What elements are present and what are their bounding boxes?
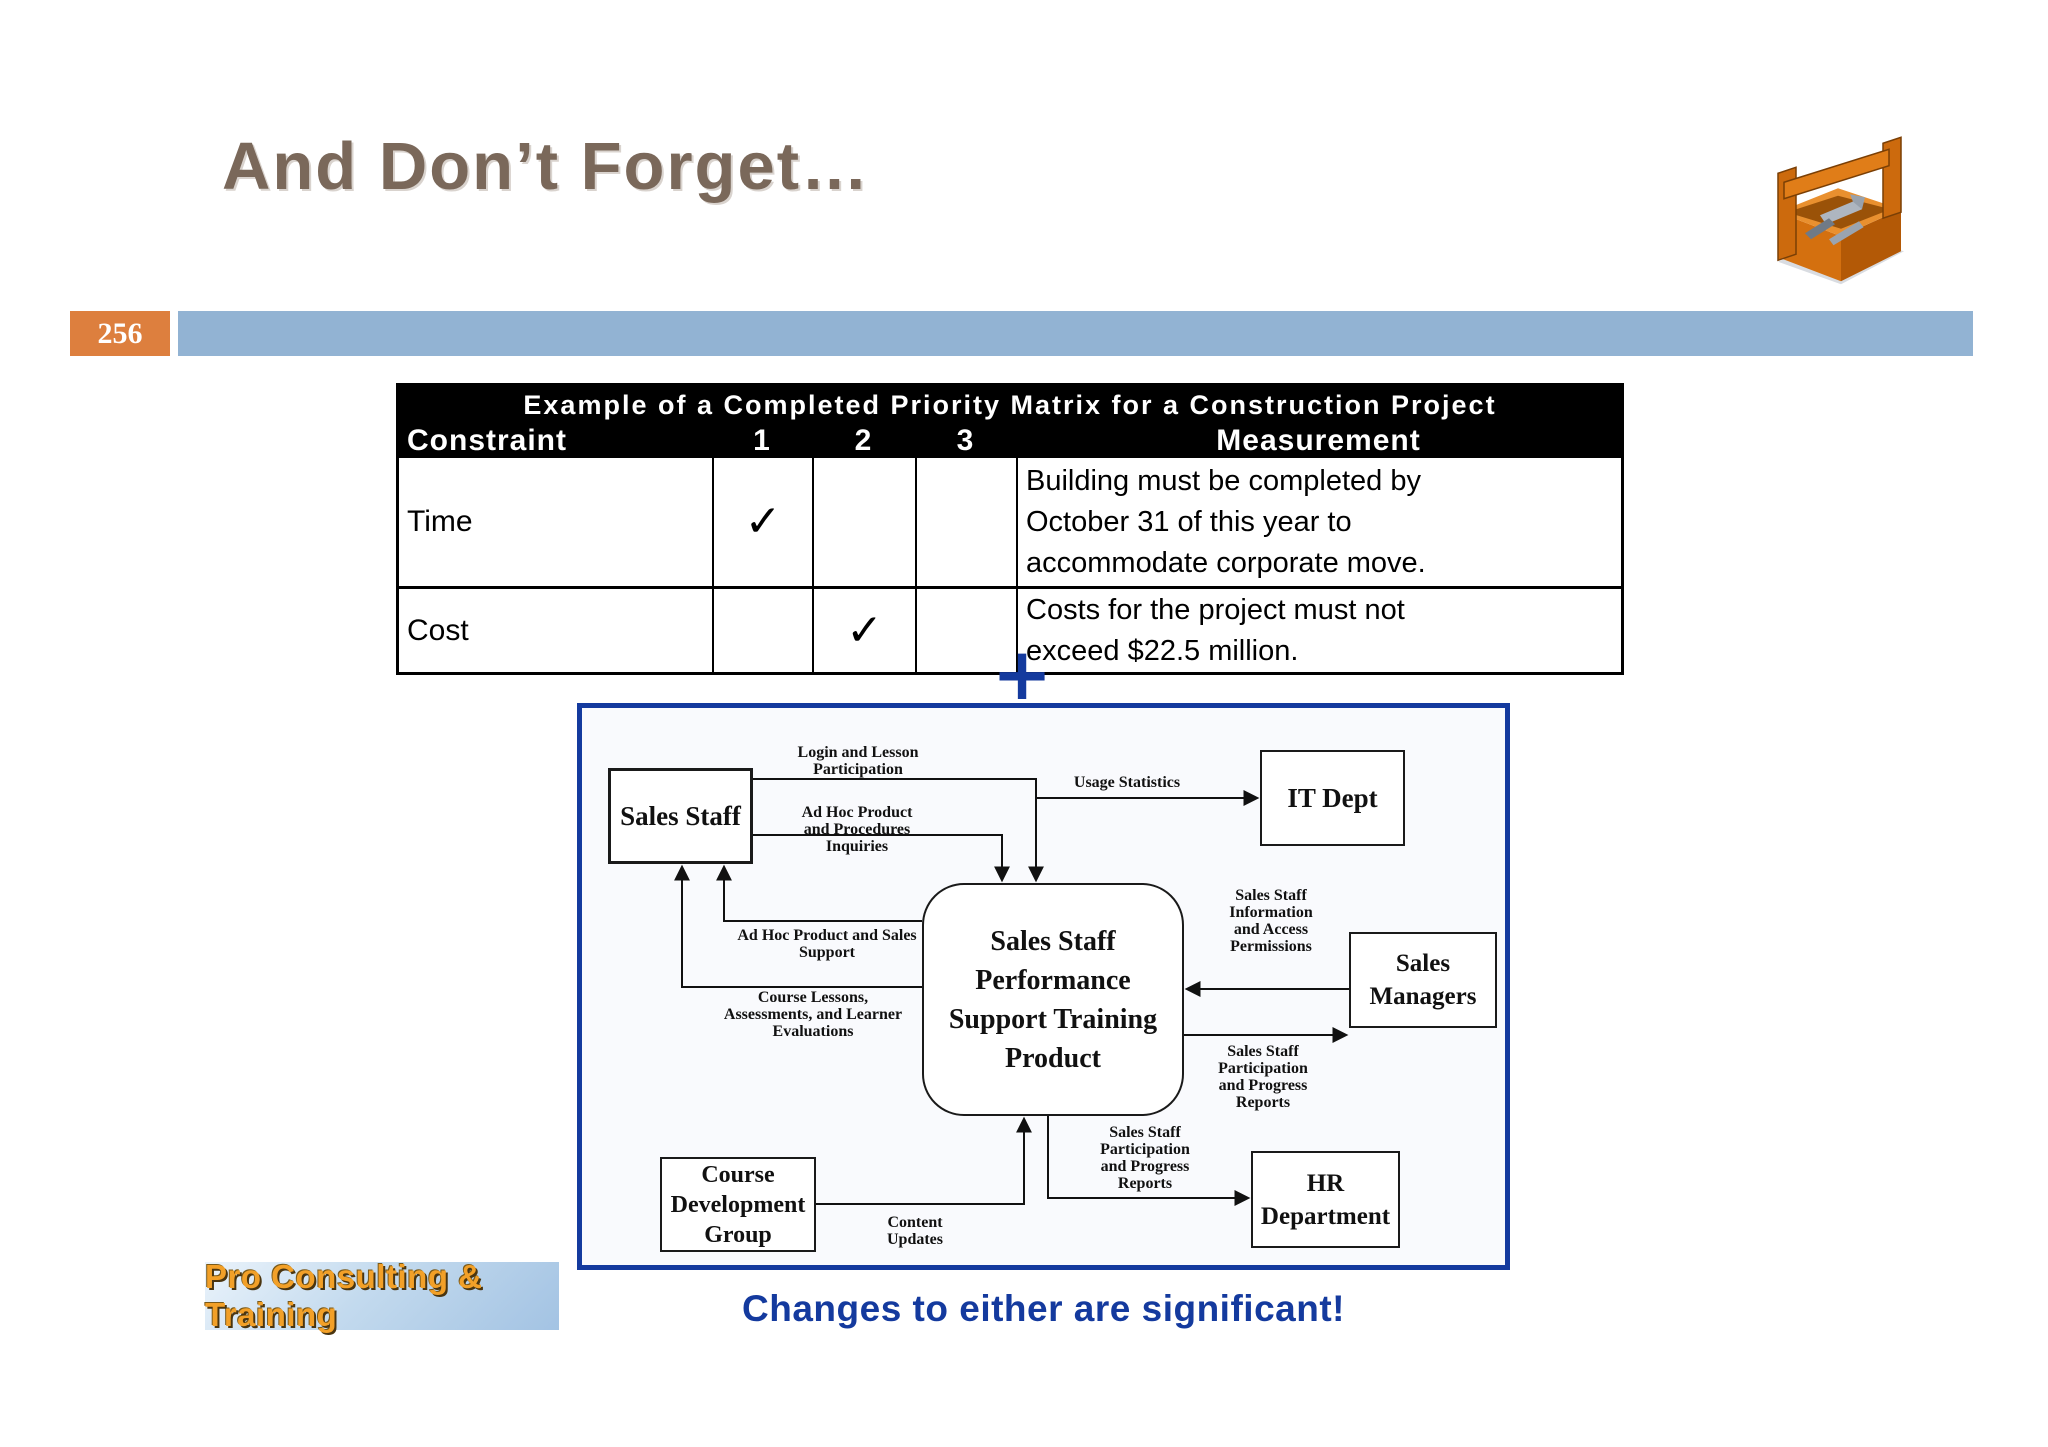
table-cell-priority1: ✓: [712, 458, 812, 586]
col-header-3: 3: [915, 424, 1016, 458]
node-training-product: Sales Staff Performance Support Training…: [922, 883, 1184, 1116]
table-cell-constraint: Cost: [399, 586, 712, 672]
col-header-constraint: Constraint: [399, 424, 712, 458]
table-cell-priority3: [915, 458, 1016, 586]
header-divider-bar: [178, 311, 1973, 356]
flow-label-participation-reports-bottom: Sales Staff Participation and Progress R…: [1100, 1124, 1190, 1192]
page-title: And Don’t Forget…: [222, 129, 871, 204]
measurement-text: Costs for the project must not exceed $2…: [1026, 593, 1405, 667]
col-header-2: 2: [812, 424, 915, 458]
node-course-development-group: Course Development Group: [660, 1157, 816, 1252]
data-flow-diagram: Sales Staff IT Dept Sales Staff Performa…: [577, 703, 1510, 1270]
table-cell-priority2: [812, 458, 915, 586]
flow-label-usage-statistics: Usage Statistics: [1073, 774, 1181, 791]
check-mark-icon: ✓: [846, 604, 883, 656]
pro-consulting-logo: Pro Consulting & Training: [205, 1258, 559, 1333]
table-cell-measurement: Costs for the project must not exceed $2…: [1016, 586, 1621, 672]
col-header-1: 1: [712, 424, 812, 458]
flow-label-login-participation: Login and Lesson Participation: [797, 744, 919, 778]
node-sales-staff: Sales Staff: [608, 768, 753, 864]
caption-text: Changes to either are significant!: [742, 1288, 1345, 1329]
flow-label-info-access-permissions: Sales Staff Information and Access Permi…: [1229, 887, 1313, 955]
node-it-dept: IT Dept: [1260, 750, 1405, 846]
table-cell-priority1: [712, 586, 812, 672]
table-cell-measurement: Building must be completed by October 31…: [1016, 458, 1621, 586]
check-mark-icon: ✓: [744, 496, 782, 547]
flow-label-adhoc-inquiries: Ad Hoc Product and Procedures Inquiries: [801, 804, 913, 855]
table-title: Example of a Completed Priority Matrix f…: [399, 386, 1621, 424]
plus-sign: +: [991, 632, 1053, 716]
flow-arrows: [674, 778, 1349, 1206]
flow-label-content-updates: Content Updates: [886, 1214, 944, 1248]
priority-matrix-table: Example of a Completed Priority Matrix f…: [396, 383, 1624, 675]
flow-label-participation-reports-right: Sales Staff Participation and Progress R…: [1218, 1043, 1308, 1111]
col-header-measurement: Measurement: [1016, 424, 1621, 458]
node-sales-managers: Sales Managers: [1349, 932, 1497, 1028]
measurement-text: Building must be completed by October 31…: [1026, 464, 1426, 579]
page-number-badge: 256: [70, 311, 170, 356]
table-cell-constraint: Time: [399, 458, 712, 586]
table-cell-priority2: ✓: [812, 586, 915, 672]
flow-label-course-lessons: Course Lessons, Assessments, and Learner…: [723, 989, 903, 1040]
flow-label-adhoc-support: Ad Hoc Product and Sales Support: [737, 927, 917, 961]
toolbox-icon: [1777, 136, 1904, 285]
node-hr-department: HR Department: [1251, 1151, 1400, 1248]
table-cell-priority3: [915, 586, 1016, 672]
